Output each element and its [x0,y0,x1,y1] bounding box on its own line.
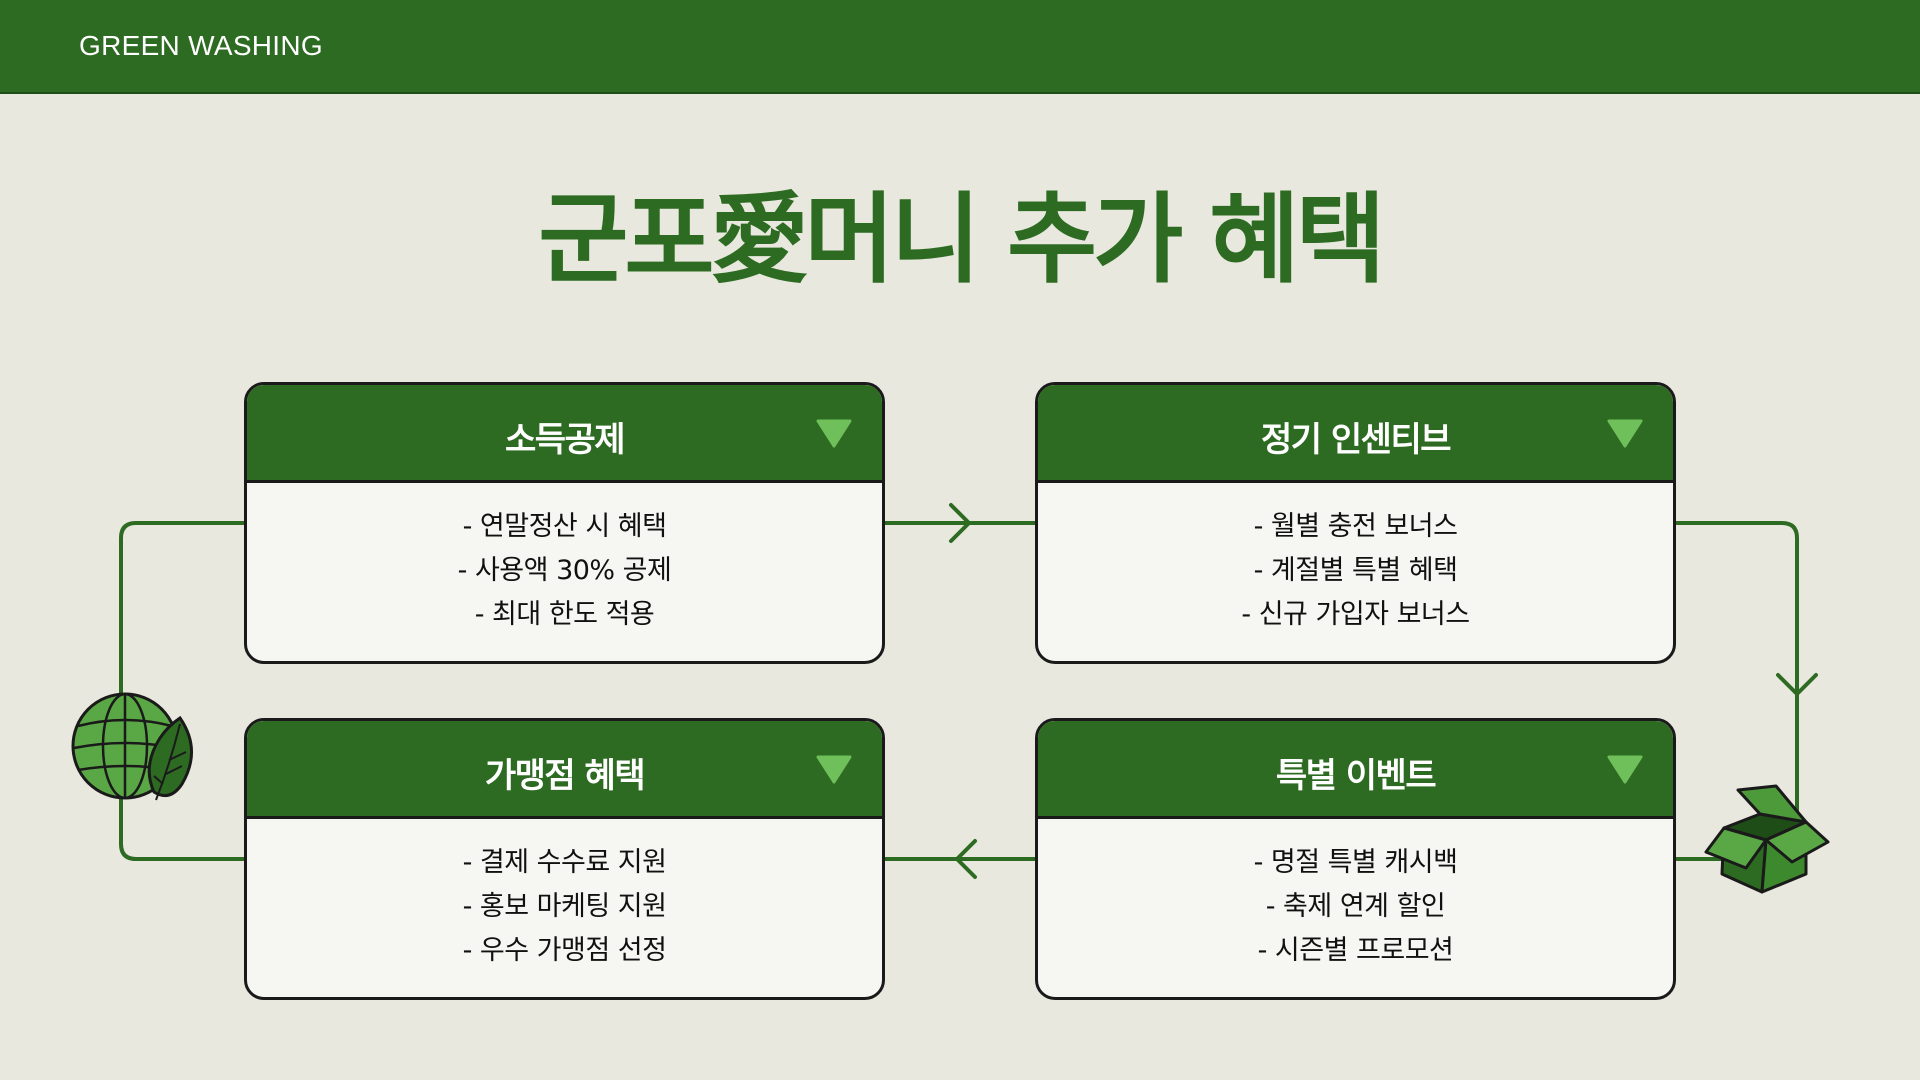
list-item: - 축제 연계 할인 [1265,891,1446,922]
list-item: - 월별 충전 보너스 [1253,511,1458,542]
list-item: - 계절별 특별 혜택 [1253,555,1458,586]
card-item-list: - 연말정산 시 혜택 - 사용액 30% 공제 - 최대 한도 적용 [247,505,882,637]
card-title: 특별 이벤트 [1275,756,1437,796]
list-item: - 시즌별 프로모션 [1257,935,1454,966]
triangle-down-icon[interactable] [1607,754,1643,784]
connector-left-loop [119,521,246,861]
page-title: 군포愛머니 추가 혜택 [538,183,1386,297]
card-header: 소득공제 [247,385,882,483]
triangle-down-icon[interactable] [1607,418,1643,448]
open-box-icon [1704,784,1830,894]
globe-leaf-icon [71,692,193,801]
card-regular-incentive: 정기 인센티브 - 월별 충전 보너스 - 계절별 특별 혜택 - 신규 가입자… [1035,382,1676,664]
triangle-down-icon[interactable] [816,754,852,784]
list-item: - 연말정산 시 혜택 [462,511,667,542]
list-item: - 홍보 마케팅 지원 [462,891,667,922]
arrow-left-head [955,839,977,879]
brand-title: GREEN WASHING [79,30,323,61]
card-special-events: 특별 이벤트 - 명절 특별 캐시백 - 축제 연계 할인 - 시즌별 프로모션 [1035,718,1676,1000]
card-header: 정기 인센티브 [1038,385,1673,483]
list-item: - 신규 가입자 보너스 [1241,599,1470,630]
card-header: 가맹점 혜택 [247,721,882,819]
card-income-deduction: 소득공제 - 연말정산 시 혜택 - 사용액 30% 공제 - 최대 한도 적용 [244,382,885,664]
triangle-down-icon[interactable] [816,418,852,448]
list-item: - 사용액 30% 공제 [457,555,672,586]
top-banner: GREEN WASHING [0,0,1920,94]
card-title: 소득공제 [504,420,626,460]
list-item: - 최대 한도 적용 [474,599,655,630]
card-title: 정기 인센티브 [1260,420,1452,460]
list-item: - 명절 특별 캐시백 [1253,847,1458,878]
card-title: 가맹점 혜택 [484,756,646,796]
card-merchant-benefits: 가맹점 혜택 - 결제 수수료 지원 - 홍보 마케팅 지원 - 우수 가맹점 … [244,718,885,1000]
card-item-list: - 명절 특별 캐시백 - 축제 연계 할인 - 시즌별 프로모션 [1038,841,1673,973]
arrow-right-head [949,503,971,543]
card-header: 특별 이벤트 [1038,721,1673,819]
list-item: - 결제 수수료 지원 [462,847,667,878]
card-item-list: - 결제 수수료 지원 - 홍보 마케팅 지원 - 우수 가맹점 선정 [247,841,882,973]
arrow-down-head [1776,673,1818,696]
card-item-list: - 월별 충전 보너스 - 계절별 특별 혜택 - 신규 가입자 보너스 [1038,505,1673,637]
list-item: - 우수 가맹점 선정 [462,935,667,966]
